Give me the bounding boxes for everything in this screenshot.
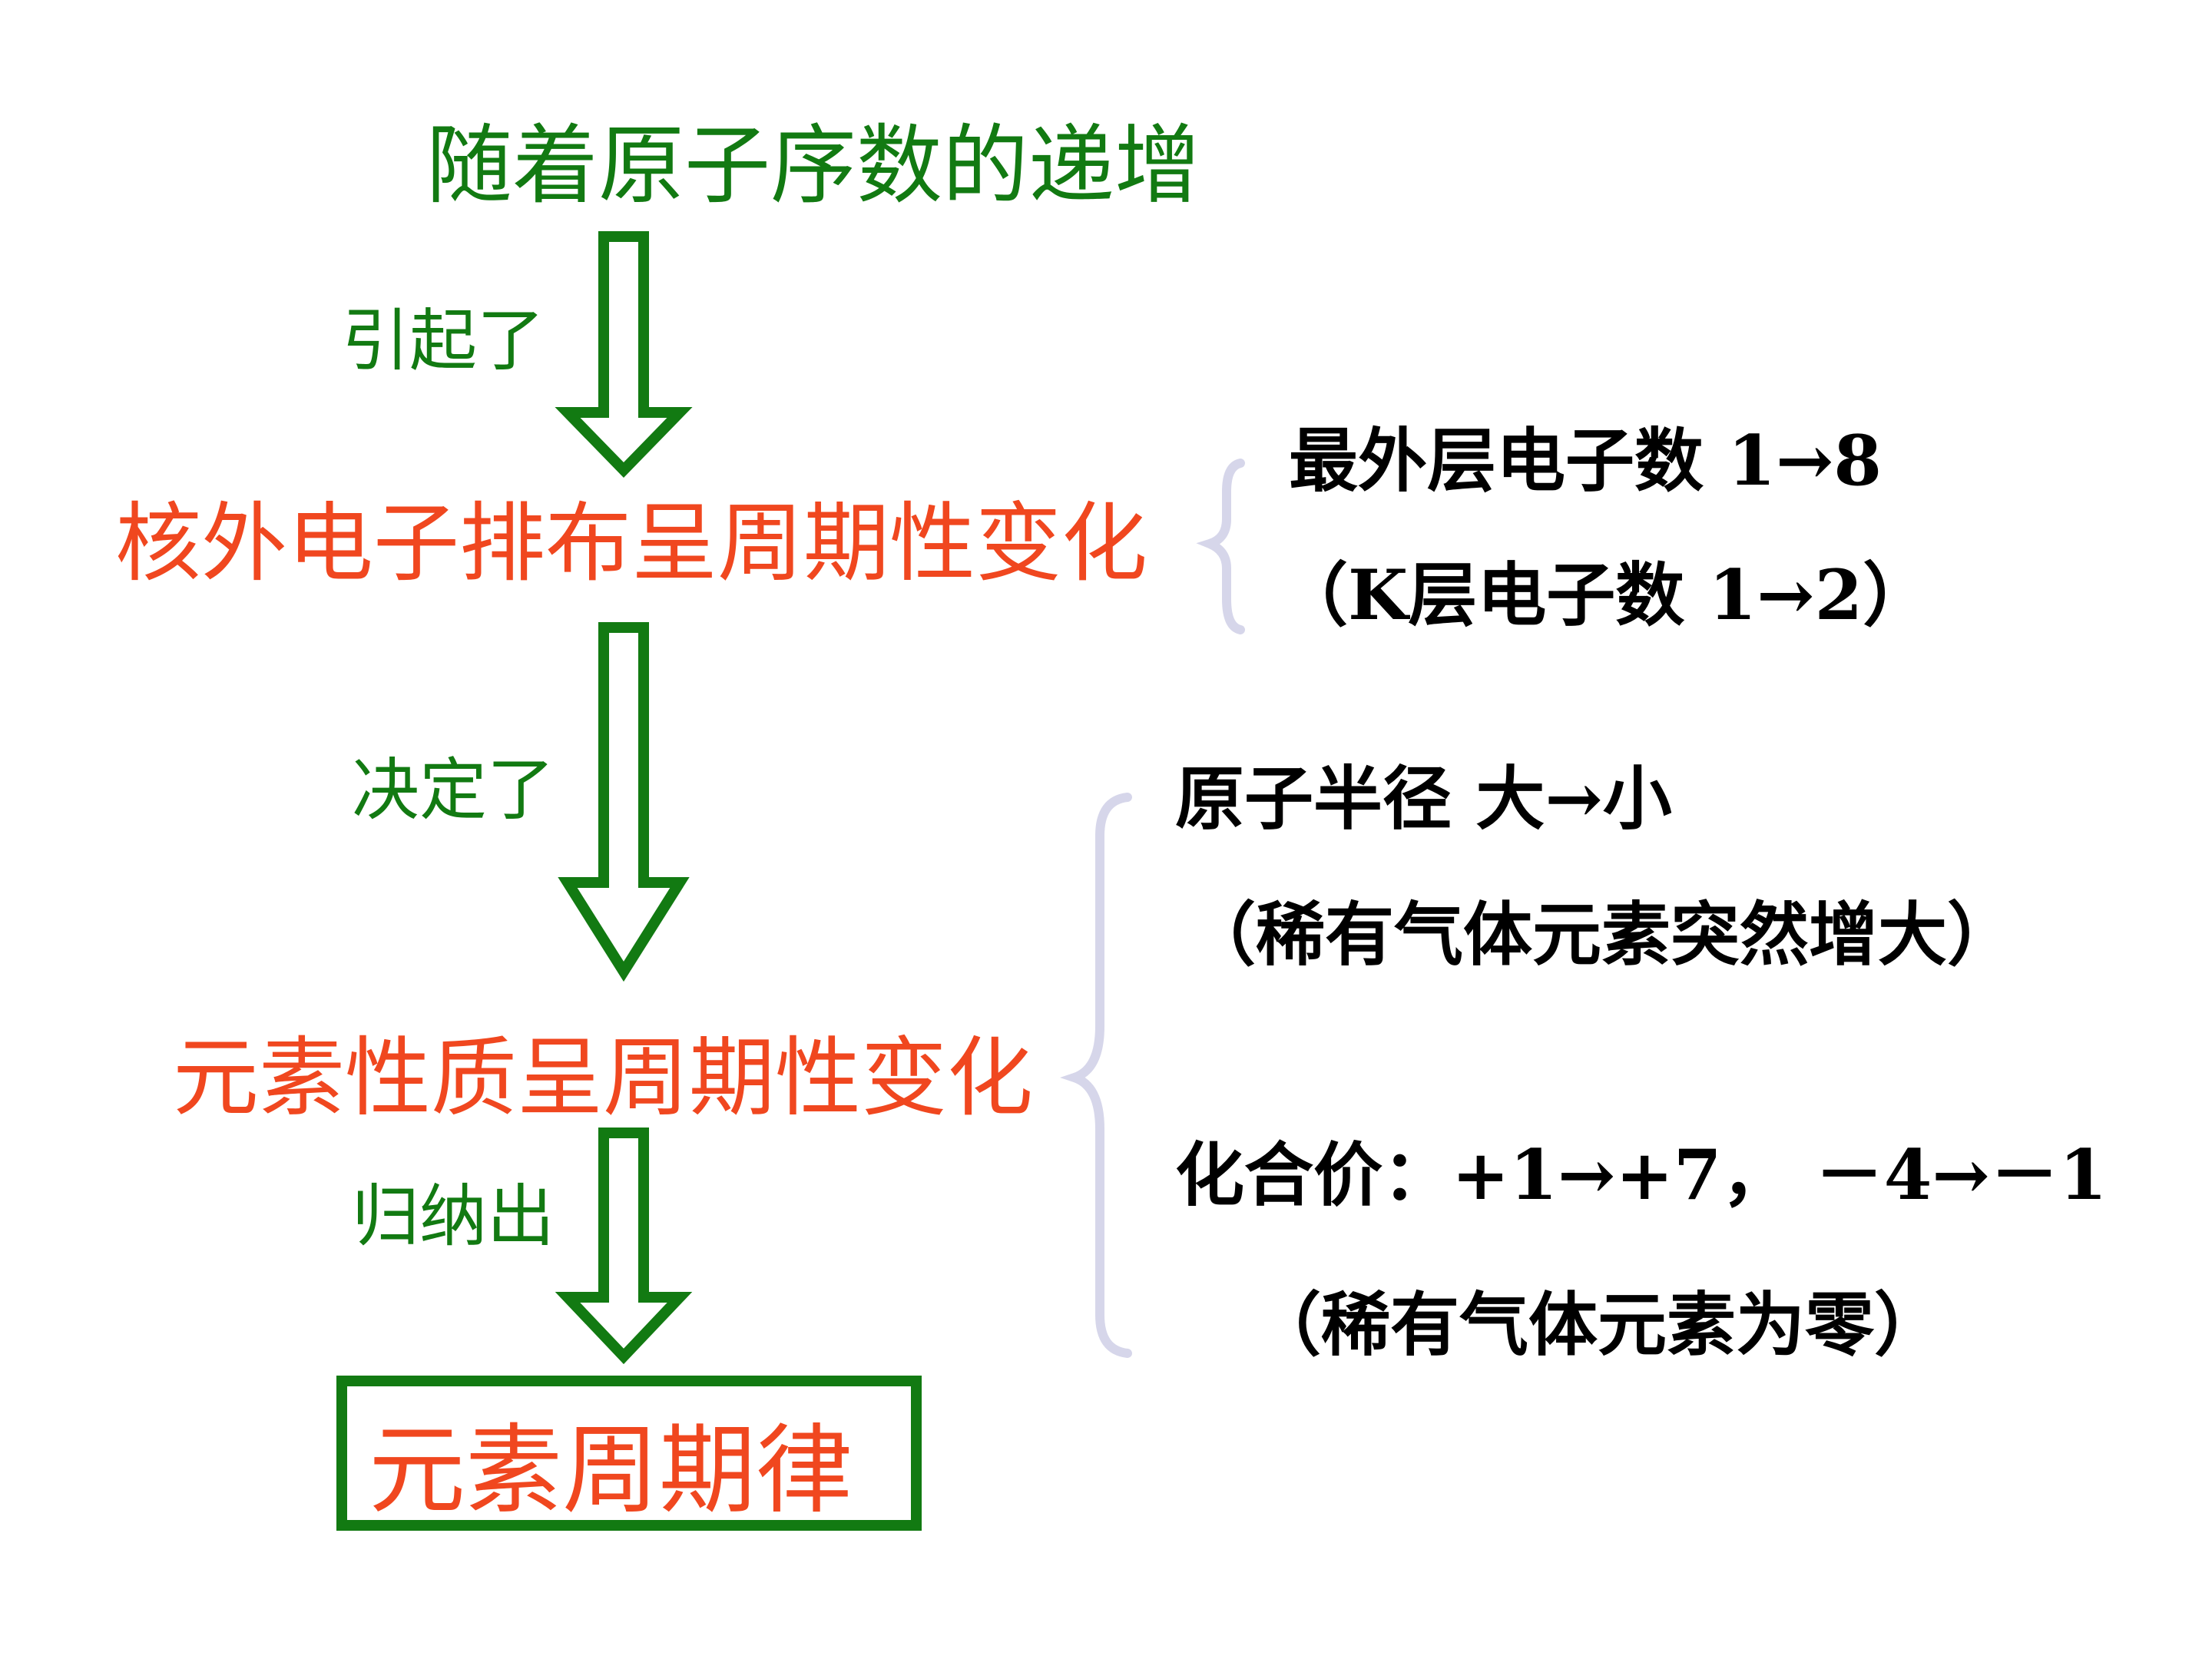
cause-label: 引起了 [342, 301, 545, 380]
down-arrow-1 [555, 231, 693, 478]
valence-exception-note: （稀有气体元素为零） [1252, 1284, 1943, 1366]
top-title: 随着原子序数的递增 [426, 116, 1200, 216]
law-result-box [336, 1376, 922, 1531]
determine-label: 决定了 [352, 750, 555, 830]
electron-arrangement-heading: 核外电子排布呈周期性变化 [115, 494, 1147, 594]
valence-note: 化合价：+1→+7， －4→－1 [1175, 1134, 2108, 1216]
property-detail-brace [1060, 793, 1132, 1358]
electron-detail-brace [1196, 459, 1245, 634]
outer-shell-electrons-note: 最外层电子数 1→8 [1289, 420, 1882, 502]
periodic-law-text: 元素周期律 [369, 1414, 853, 1527]
down-arrow-3 [555, 1128, 693, 1365]
radius-exception-note: （稀有气体元素突然增大） [1187, 894, 2016, 975]
induce-label: 归纳出 [352, 1177, 555, 1256]
k-shell-electrons-note: （K层电子数 1→2） [1279, 555, 1932, 636]
element-properties-heading: 元素性质呈周期性变化 [173, 1028, 1033, 1128]
down-arrow-2 [558, 622, 690, 982]
atomic-radius-note: 原子半径 大→小 [1175, 758, 1672, 839]
